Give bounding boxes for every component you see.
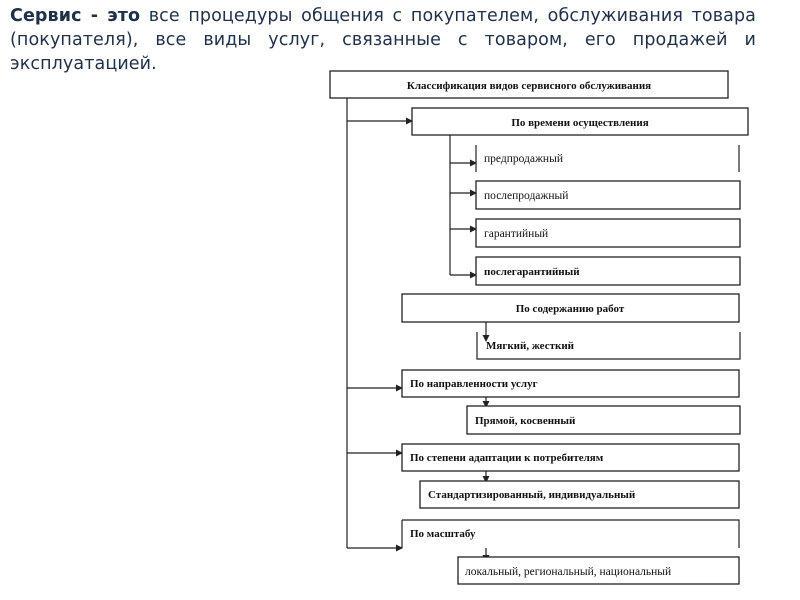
by-direction-label: По направленности услуг: [410, 378, 538, 390]
category-by-scale: По масштабу: [401, 519, 740, 548]
root-node: Классификация видов сервисного обслужива…: [329, 70, 729, 99]
category-by-direction: По направленности услуг: [401, 369, 740, 398]
warranty-label: гарантийный: [484, 228, 548, 240]
postwarranty-label: послегарантийный: [484, 266, 580, 278]
category-by-time: По времени осуществления: [411, 107, 749, 136]
by-adaptation-label: По степени адаптации к потребителям: [410, 452, 604, 464]
term-copula: это: [107, 6, 141, 26]
item-postwarranty: послегарантийный: [475, 256, 741, 286]
by-time-label: По времени осуществления: [511, 117, 648, 129]
presale-label: предпродажный: [484, 153, 563, 165]
service-definition: Сервис - это все процедуры общения с пок…: [10, 4, 756, 76]
postsale-label: послепродажный: [484, 190, 568, 202]
scale-values-label: локальный, региональный, национальный: [465, 566, 671, 578]
direction-values-label: Прямой, косвенный: [475, 415, 576, 427]
term-service: Сервис: [10, 6, 82, 26]
item-warranty: гарантийный: [475, 218, 741, 248]
direction-values: Прямой, косвенный: [466, 405, 741, 435]
root-label: Классификация видов сервисного обслужива…: [407, 80, 651, 92]
scale-values: локальный, региональный, национальный: [457, 556, 740, 585]
by-scale-label: По масштабу: [410, 528, 476, 540]
category-by-content: По содержанию работ: [401, 293, 740, 323]
by-content-label: По содержанию работ: [516, 303, 625, 315]
content-values-label: Мягкий, жесткий: [486, 340, 575, 352]
item-postsale: послепродажный: [475, 180, 741, 210]
term-dash: -: [81, 6, 108, 26]
content-values: Мягкий, жесткий: [476, 332, 741, 360]
adaptation-values: Стандартизированный, индивидуальный: [419, 480, 740, 509]
item-presale: предпродажный: [475, 145, 740, 172]
adaptation-values-label: Стандартизированный, индивидуальный: [428, 489, 636, 501]
definition-text: все процедуры общения с покупателем, обс…: [10, 6, 757, 74]
category-by-adaptation: По степени адаптации к потребителям: [401, 443, 740, 472]
